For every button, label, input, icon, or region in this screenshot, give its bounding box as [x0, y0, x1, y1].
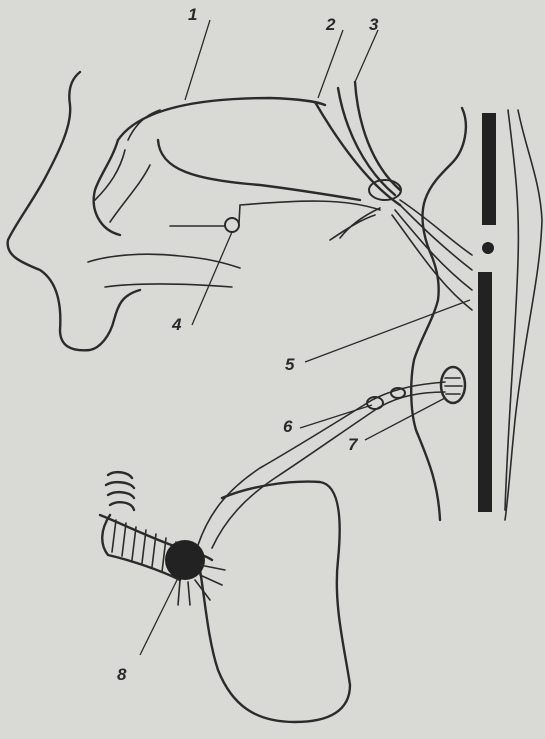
brainstem-column-upper — [482, 113, 496, 225]
ganglion-8 — [165, 540, 205, 580]
nerve-3b — [355, 82, 400, 190]
spinal-cord-line-2 — [505, 110, 542, 520]
leader-3 — [355, 30, 378, 82]
ganglion-7-hatch — [445, 378, 462, 394]
leader-5 — [305, 300, 470, 362]
trachea-ring — [106, 472, 134, 510]
nasal-branch — [240, 201, 380, 210]
face-profile — [8, 72, 140, 350]
brainstem-nucleus — [482, 242, 494, 254]
label-3: 3 — [369, 15, 379, 34]
pharynx-wall — [411, 108, 466, 520]
leader-7 — [365, 398, 445, 440]
nasal-branch-vessels — [95, 110, 160, 222]
ganglion-4 — [225, 218, 239, 232]
organ-outline — [200, 482, 350, 722]
vagus-nerve-b — [212, 392, 445, 548]
label-2: 2 — [325, 15, 336, 34]
label-6: 6 — [283, 417, 293, 436]
label-7: 7 — [348, 435, 359, 454]
label-1: 1 — [188, 5, 197, 24]
nasal-cavity-outline — [118, 98, 325, 140]
leader-1 — [185, 20, 210, 100]
label-8: 8 — [117, 665, 127, 684]
mouth-line — [105, 284, 232, 287]
trachea-tube-rings — [112, 520, 176, 576]
leader-2 — [318, 30, 343, 98]
label-4: 4 — [171, 315, 182, 334]
label-5: 5 — [285, 355, 295, 374]
leader-8 — [140, 578, 178, 655]
vagus-nerve-a — [198, 382, 445, 545]
leader-4 — [192, 232, 232, 325]
nasal-branch-2 — [330, 208, 380, 240]
pterygopalatine-ganglion — [369, 180, 401, 200]
leader-6 — [300, 405, 372, 428]
brainstem-column-lower — [478, 272, 492, 512]
nasal-floor — [158, 140, 360, 200]
